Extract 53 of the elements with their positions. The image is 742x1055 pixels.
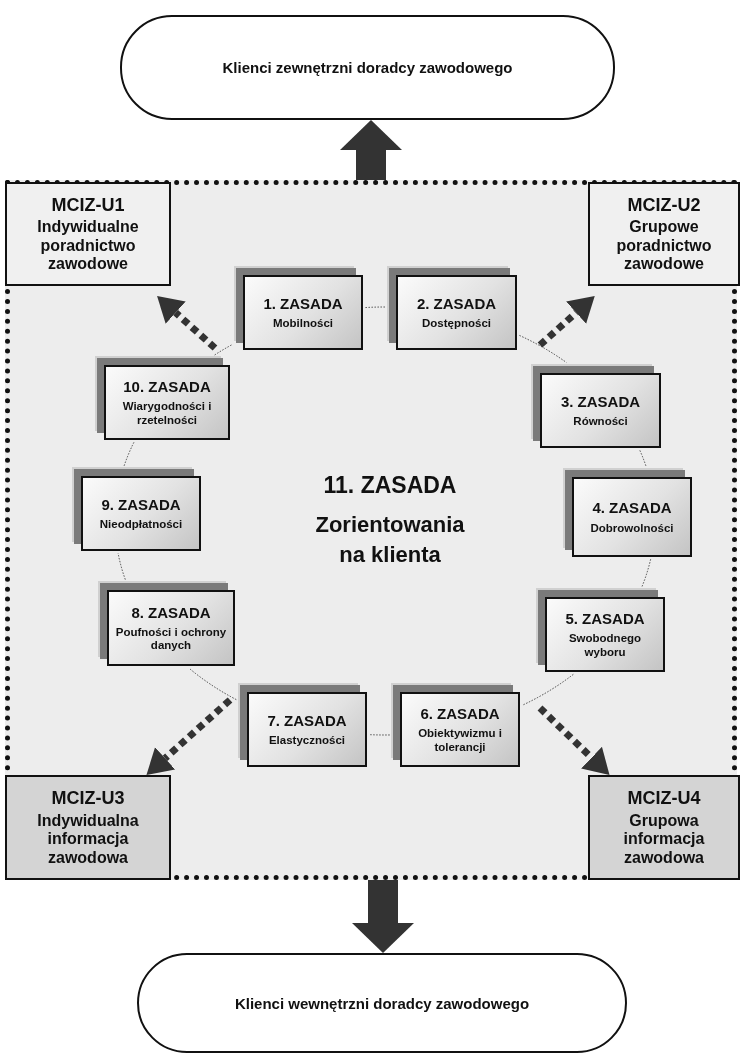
box-heading: MCIZ-U2: [627, 194, 701, 216]
box-text: Poufności i ochrony danych: [114, 625, 228, 653]
dotted-arc: [518, 334, 567, 364]
box-text: Wiarygodności i rzetelności: [121, 400, 213, 427]
principle-heading: 11. ZASADA: [322, 471, 458, 500]
dotted-arc: [365, 306, 386, 309]
dotted-panel: [5, 180, 737, 880]
box-text: Nieodpłatności: [99, 518, 183, 532]
box-text: Elastyczności: [268, 734, 346, 748]
box-text: Swobodnego wyboru: [567, 632, 643, 659]
box-text: Dostępności: [422, 317, 491, 331]
box-text: Dobrowolności: [590, 521, 674, 535]
dashed-arrow: [157, 296, 218, 351]
box-heading: 4. ZASADA: [592, 499, 672, 517]
dashed-arrow: [146, 697, 233, 775]
box-heading: 1. ZASADA: [263, 294, 343, 312]
box-heading: 3. ZASADA: [560, 392, 641, 410]
unit-box: [5, 775, 171, 880]
box-text: Mobilności: [272, 317, 334, 331]
box-heading: MCIZ-U3: [51, 788, 125, 809]
box-heading: 6. ZASADA: [420, 705, 500, 723]
box-heading: 7. ZASADA: [267, 711, 347, 729]
box-text: Grupowa informacja zawodowa: [622, 811, 706, 867]
unit-box: [588, 775, 740, 880]
thick-arrow: [352, 880, 414, 953]
unit-box: [5, 182, 171, 286]
dotted-arc: [639, 449, 647, 468]
box-heading: 10. ZASADA: [123, 378, 211, 396]
box-heading: 2. ZASADA: [416, 294, 497, 312]
dashed-arrow: [537, 705, 610, 775]
terminal-label: Klienci wewnętrzni doradcy zawodowego: [234, 994, 530, 1012]
box-heading: 5. ZASADA: [565, 610, 645, 628]
dotted-arc: [214, 343, 234, 356]
dashed-arrow: [537, 296, 595, 348]
terminal-label: Klienci zewnętrzni doradcy zawodowego: [222, 59, 513, 76]
box-text: Obiektywizmu i tolerancji: [417, 727, 503, 754]
thick-arrow: [340, 120, 402, 180]
dotted-arc: [117, 552, 126, 581]
box-heading: 8. ZASADA: [131, 603, 211, 621]
dotted-arc: [641, 558, 652, 587]
unit-box: [588, 182, 740, 286]
box-heading: 9. ZASADA: [101, 495, 181, 513]
dotted-arc: [188, 668, 237, 701]
box-text: Indywidualna informacja zawodowa: [36, 811, 140, 867]
box-heading: MCIZ-U4: [627, 788, 701, 809]
dotted-arc: [522, 673, 574, 706]
box-heading: MCIZ-U1: [51, 194, 125, 216]
box-text: Grupowe poradnictwo zawodowe: [615, 218, 713, 274]
box-text: Równości: [573, 415, 628, 429]
box-text: Indywidualne poradnictwo zawodowe: [36, 218, 140, 274]
principle-name: Zorientowania na klienta: [314, 511, 466, 569]
dotted-arc: [123, 441, 135, 467]
dotted-arc: [368, 734, 391, 736]
